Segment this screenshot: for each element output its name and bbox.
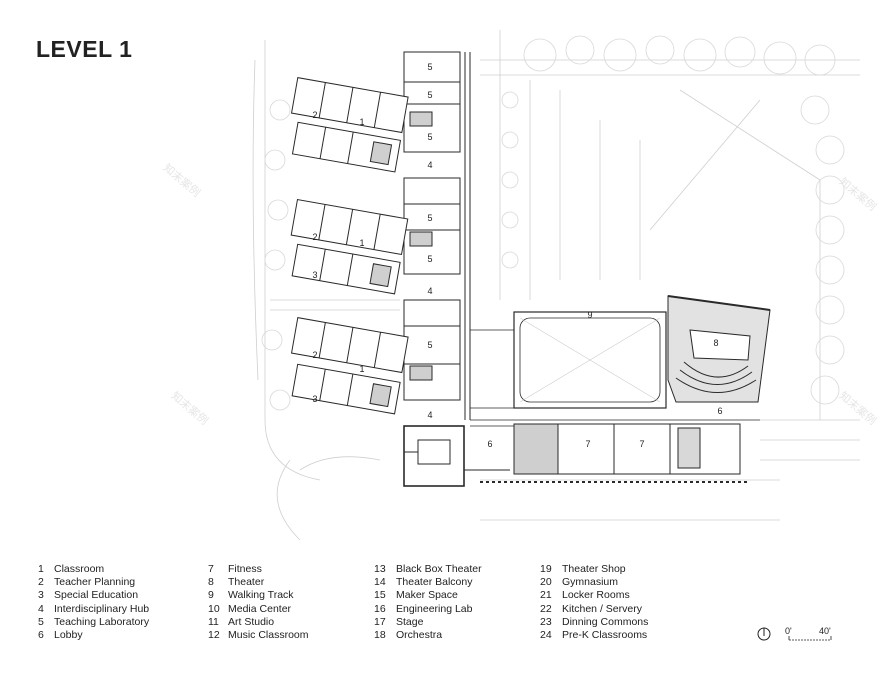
scale-bar: 0' 40' — [757, 624, 837, 648]
floor-plan: 5 5 5 5 5 5 4 4 4 2 2 2 1 1 1 3 3 9 8 6 … — [252, 30, 860, 541]
label-teaching-lab: 5 — [427, 213, 432, 223]
north-arrow-icon — [757, 627, 771, 641]
label-teacher-planning: 2 — [312, 110, 317, 120]
label-teaching-lab: 5 — [427, 62, 432, 72]
connector — [470, 329, 760, 427]
classroom-wing-1 — [290, 77, 409, 173]
theater — [667, 295, 771, 403]
scale-line — [788, 636, 832, 641]
label-theater: 8 — [713, 338, 718, 348]
label-hub: 4 — [427, 410, 432, 420]
label-special-ed: 3 — [312, 270, 317, 280]
teaching-lab-blocks — [403, 51, 461, 401]
label-lobby: 6 — [717, 406, 722, 416]
label-hub: 4 — [427, 160, 432, 170]
label-classroom: 1 — [359, 117, 364, 127]
label-special-ed: 3 — [312, 394, 317, 404]
corridor-spine — [464, 52, 471, 420]
label-teacher-planning: 2 — [312, 232, 317, 242]
label-teacher-planning: 2 — [312, 350, 317, 360]
label-walking-track: 9 — [587, 310, 592, 320]
scale-end-label: 40' — [819, 626, 831, 636]
label-fitness: 7 — [585, 439, 590, 449]
walking-track — [513, 311, 667, 409]
page-title: LEVEL 1 — [36, 36, 133, 62]
scale-start-label: 0' — [785, 626, 792, 636]
fitness-block — [480, 423, 750, 483]
label-lobby: 6 — [487, 439, 492, 449]
label-teaching-lab: 5 — [427, 132, 432, 142]
label-teaching-lab: 5 — [427, 90, 432, 100]
trees — [261, 35, 845, 411]
classroom-wing-3 — [290, 317, 409, 415]
lobby-block — [403, 425, 510, 487]
label-hub: 4 — [427, 286, 432, 296]
label-teaching-lab: 5 — [427, 254, 432, 264]
label-classroom: 1 — [359, 364, 364, 374]
label-fitness: 7 — [639, 439, 644, 449]
label-classroom: 1 — [359, 238, 364, 248]
label-teaching-lab: 5 — [427, 340, 432, 350]
classroom-wing-2 — [290, 199, 409, 295]
